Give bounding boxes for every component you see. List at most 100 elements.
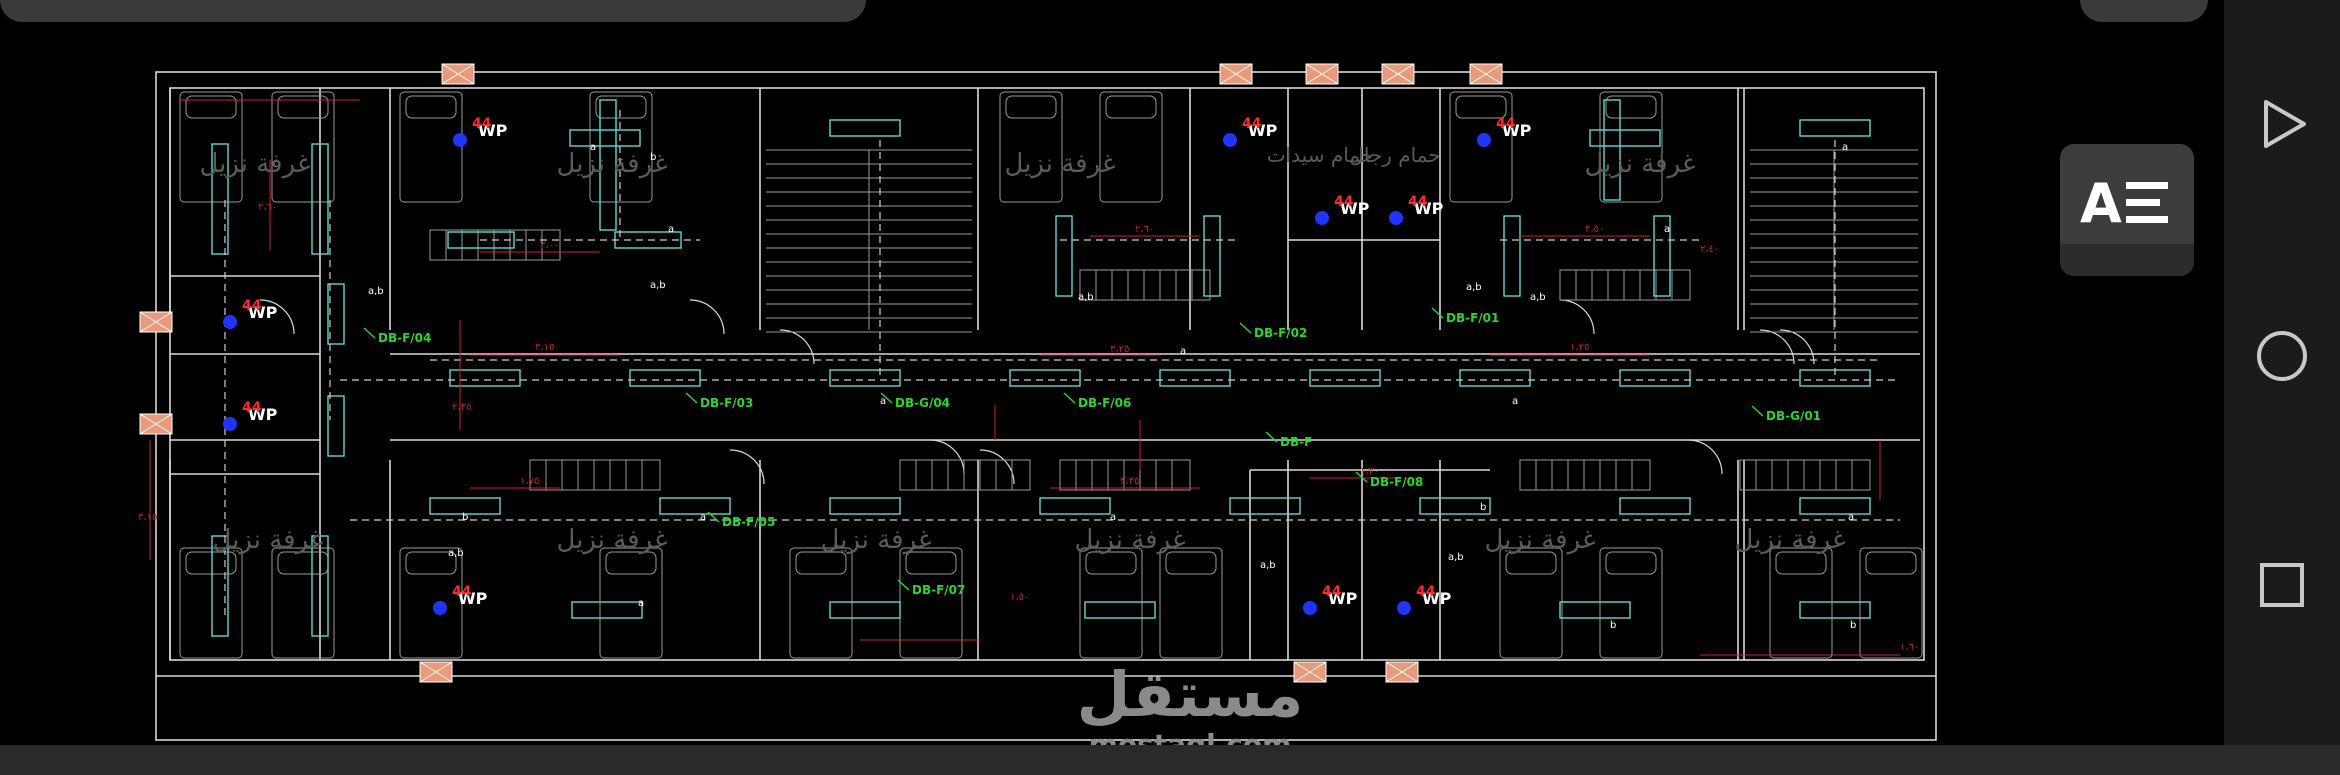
bed — [1599, 91, 1663, 203]
db-arrow — [1355, 471, 1368, 483]
switch-label: a,b — [448, 548, 464, 559]
external-tag-cross — [139, 311, 173, 333]
room-label-men-bath: حمام رجال — [1349, 143, 1440, 167]
light-fixture — [1603, 99, 1621, 201]
external-tag-cross — [419, 661, 453, 683]
bottom-strip — [0, 745, 2340, 775]
bed — [1159, 547, 1223, 659]
wp-label: WP — [1328, 589, 1358, 608]
viewer-top-bar[interactable] — [0, 0, 866, 22]
external-tag-cross — [1219, 63, 1253, 85]
light-fixture — [1055, 215, 1073, 297]
wp-label: WP — [478, 121, 508, 140]
dimension-text: ٣،٥٠ — [1585, 224, 1604, 235]
dimension-text: ٣،٠٠ — [540, 240, 559, 251]
back-button[interactable] — [2242, 84, 2322, 164]
pillow — [1105, 95, 1157, 119]
switch-label: a — [880, 396, 886, 407]
wp-marker — [223, 417, 237, 431]
wardrobe — [899, 459, 1031, 491]
bed — [1099, 91, 1163, 203]
wp-marker — [1223, 133, 1237, 147]
light-fixture — [829, 369, 901, 387]
dimension-text: ٣،٢٥ — [1110, 344, 1129, 355]
wardrobe — [1739, 459, 1871, 491]
db-label: DB-F/07 — [912, 583, 965, 597]
switch-label: a — [1180, 346, 1186, 357]
external-tag-cross — [139, 413, 173, 435]
switch-label: a — [1842, 142, 1848, 153]
red-marker-label: 44 — [1322, 584, 1342, 600]
light-fixture — [629, 369, 701, 387]
home-button[interactable] — [2242, 316, 2322, 396]
red-marker-label: 44 — [242, 298, 262, 314]
room-label-guest: غرفة نزيل — [820, 525, 931, 555]
external-tag-cross — [441, 63, 475, 85]
wp-marker — [453, 133, 467, 147]
db-label: DB-F/04 — [378, 331, 431, 345]
db-arrow — [363, 327, 376, 339]
switch-label: b — [462, 512, 468, 523]
wp-label: WP — [1414, 199, 1444, 218]
light-fixture — [829, 497, 901, 515]
bed — [1599, 547, 1663, 659]
dimension-text: ١،٢٥ — [1570, 342, 1589, 353]
pillow — [605, 551, 657, 575]
light-fixture — [311, 143, 329, 255]
switch-label: b — [650, 152, 656, 163]
external-tag-cross — [1469, 63, 1503, 85]
dimension-text: ١،٦٠ — [1900, 642, 1919, 653]
switch-label: a — [700, 512, 706, 523]
wp-label: WP — [1248, 121, 1278, 140]
red-marker-label: 44 — [242, 400, 262, 416]
pillow — [1605, 95, 1657, 119]
light-fixture — [829, 119, 901, 137]
pillow — [795, 551, 847, 575]
pillow — [595, 95, 647, 119]
db-arrow — [880, 392, 893, 404]
dimension-text: ١،٥٠ — [1010, 592, 1029, 603]
plan-walls — [155, 71, 1937, 741]
pillow — [1165, 551, 1217, 575]
door-swing — [929, 439, 965, 475]
watermark-url: mostaql.com — [1088, 728, 1292, 746]
recents-button[interactable] — [2242, 545, 2322, 625]
switch-label: a — [1110, 512, 1116, 523]
light-fixture — [1039, 497, 1111, 515]
dimension-text: ٣،١٥ — [535, 342, 554, 353]
wardrobe — [529, 459, 661, 491]
db-label: DB-F/03 — [700, 396, 753, 410]
room-label-guest: غرفة نزيل — [556, 525, 667, 555]
external-tag-cross — [1385, 661, 1419, 683]
bed — [589, 91, 653, 203]
svg-text:A: A — [2080, 172, 2122, 235]
wardrobe — [429, 229, 561, 261]
db-label: DB-G/04 — [895, 396, 950, 410]
viewer-top-button[interactable] — [2080, 0, 2208, 22]
switch-label: a,b — [1448, 552, 1464, 563]
wp-marker — [223, 315, 237, 329]
door-swing — [1559, 299, 1595, 335]
room-label-guest: غرفة نزيل — [199, 149, 310, 179]
room-label-ladies-bath: حمام سيدات — [1267, 143, 1373, 167]
switch-label: a,b — [1466, 282, 1482, 293]
db-label: DB-F/02 — [1254, 326, 1307, 340]
light-fixture — [659, 497, 731, 515]
switch-label: a — [1512, 396, 1518, 407]
bed — [1769, 547, 1833, 659]
light-fixture — [829, 601, 901, 619]
floor-boundary — [169, 87, 1925, 661]
bed — [271, 91, 335, 203]
bed — [899, 547, 963, 659]
wp-marker — [1315, 211, 1329, 225]
room-label-guest: غرفة نزيل — [556, 149, 667, 179]
room-label-guest: غرفة نزيل — [1584, 149, 1695, 179]
db-label: DB-F/06 — [1078, 396, 1131, 410]
light-fixture — [1229, 497, 1301, 515]
reader-mode-button[interactable]: A — [2060, 144, 2194, 276]
wardrobe — [1059, 459, 1191, 491]
bed — [1449, 91, 1513, 203]
red-marker-label: 44 — [1242, 116, 1262, 132]
